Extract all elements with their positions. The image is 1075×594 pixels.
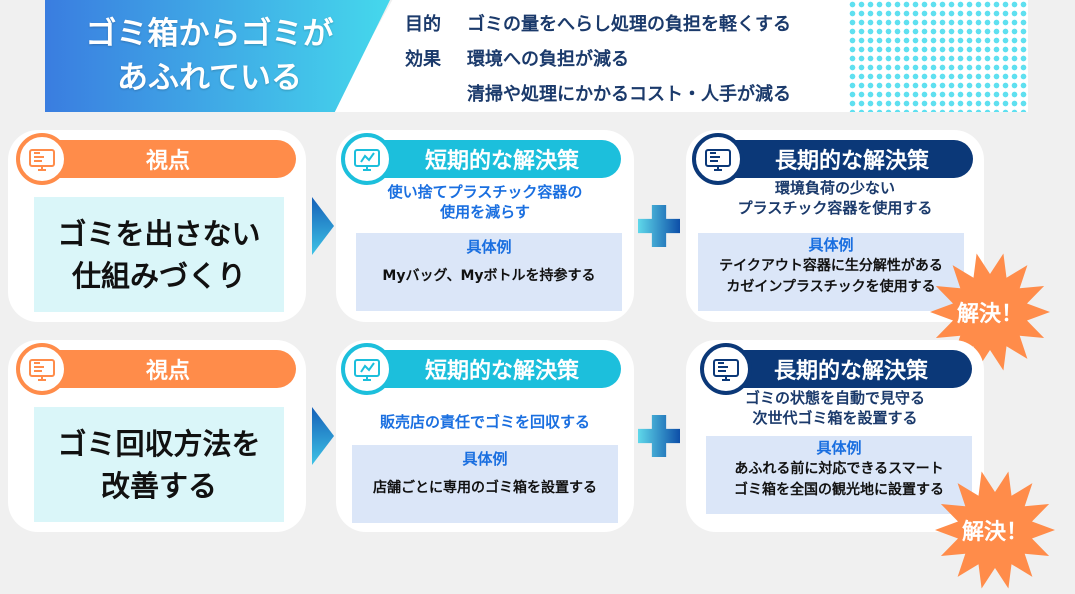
info-panel — [330, 0, 850, 112]
short-term-line: 使い捨てプラスチック容器の — [387, 183, 583, 201]
purpose-label: 目的 — [405, 14, 441, 35]
long-term-text: 環境負荷の少ないプラスチック容器を使用する — [690, 178, 980, 218]
example-text: ゴミ箱を全国の観光地に設置する — [734, 482, 944, 498]
plus-icon — [638, 415, 680, 457]
long-term-header: 長期的な解決策 — [712, 350, 972, 388]
long-term-text: ゴミの状態を自動で見守る次世代ゴミ箱を設置する — [690, 388, 980, 428]
example-label: 具体例 — [816, 439, 862, 457]
example-text: テイクアウト容器に生分解性がある — [719, 258, 943, 274]
long-term-example: 具体例あふれる前に対応できるスマートゴミ箱を全国の観光地に設置する — [706, 436, 972, 514]
example-label: 具体例 — [462, 450, 508, 468]
perspective-box: ゴミ回収方法を改善する — [34, 407, 284, 522]
short-term-example: 具体例店舗ごとに専用のゴミ箱を設置する — [352, 445, 618, 523]
example-label: 具体例 — [808, 236, 854, 254]
title-line: ゴミ箱からゴミが — [85, 16, 334, 52]
short-term-label: 短期的な解決策 — [424, 359, 579, 384]
plus-icon — [638, 205, 680, 247]
short-term-text: 使い捨てプラスチック容器の使用を減らす — [340, 182, 630, 222]
arrow-right-icon — [312, 407, 334, 465]
effect-row: 効果 環境への負担が減る — [405, 45, 629, 71]
short-term-line: 使用を減らす — [440, 203, 530, 221]
solved-badge: 解決！ — [935, 470, 1055, 590]
long-term-header: 長期的な解決策 — [713, 140, 973, 178]
document-search-icon — [16, 133, 68, 185]
monitor-gear-icon — [692, 133, 744, 185]
long-term-line: ゴミの状態を自動で見守る — [744, 389, 925, 407]
long-term-label: 長期的な解決策 — [773, 359, 928, 384]
purpose-row: 目的 ゴミの量をへらし処理の負担を軽くする — [405, 10, 791, 36]
example-text: あふれる前に対応できるスマート — [734, 461, 944, 477]
short-term-header: 短期的な解決策 — [365, 140, 621, 178]
dot-pattern — [848, 0, 1028, 112]
example-label: 具体例 — [466, 238, 512, 256]
short-term-header: 短期的な解決策 — [365, 350, 621, 388]
perspective-text: 仕組みづくり — [71, 258, 246, 293]
title-line: あふれている — [116, 60, 303, 96]
short-term-example: 具体例 Myバッグ、Myボトルを持参する — [356, 233, 622, 311]
long-term-line: 環境負荷の少ない — [774, 179, 895, 197]
example-text: Myバッグ、Myボトルを持参する — [382, 268, 596, 284]
monitor-gear-icon — [700, 343, 752, 395]
example-text: カゼインプラスチックを使用する — [726, 279, 936, 295]
perspective-header: 視点 — [40, 140, 296, 178]
perspective-label: 視点 — [145, 149, 190, 174]
solved-badge-text: 解決！ — [956, 302, 1023, 327]
short-term-line: 販売店の責任でゴミを回収する — [379, 413, 590, 431]
solved-badge-text: 解決！ — [961, 520, 1028, 545]
arrow-right-icon — [312, 197, 334, 255]
effect-text: 清掃や処理にかかるコスト・人手が減る — [467, 84, 791, 105]
effect-row: 清掃や処理にかかるコスト・人手が減る — [405, 80, 791, 106]
monitor-chart-icon — [341, 343, 393, 395]
perspective-label: 視点 — [145, 359, 190, 384]
short-term-text: 販売店の責任でゴミを回収する — [340, 412, 630, 432]
perspective-box: ゴミを出さない仕組みづくり — [34, 197, 284, 312]
monitor-chart-icon — [341, 133, 393, 185]
effect-text: 環境への負担が減る — [467, 49, 629, 70]
long-term-example: 具体例テイクアウト容器に生分解性があるカゼインプラスチックを使用する — [698, 233, 964, 311]
long-term-line: プラスチック容器を使用する — [737, 199, 933, 217]
perspective-text: ゴミ回収方法を — [57, 426, 261, 461]
perspective-header: 視点 — [40, 350, 296, 388]
perspective-text: ゴミを出さない — [57, 216, 261, 251]
perspective-text: 改善する — [100, 468, 217, 503]
effect-label: 効果 — [405, 49, 441, 70]
example-text: 店舗ごとに専用のゴミ箱を設置する — [373, 480, 597, 496]
long-term-line: 次世代ゴミ箱を設置する — [752, 409, 918, 427]
long-term-label: 長期的な解決策 — [774, 149, 929, 174]
short-term-label: 短期的な解決策 — [424, 149, 579, 174]
title-banner: ゴミ箱からゴミが あふれている — [45, 0, 390, 112]
purpose-text: ゴミの量をへらし処理の負担を軽くする — [467, 14, 791, 35]
document-search-icon — [16, 343, 68, 395]
